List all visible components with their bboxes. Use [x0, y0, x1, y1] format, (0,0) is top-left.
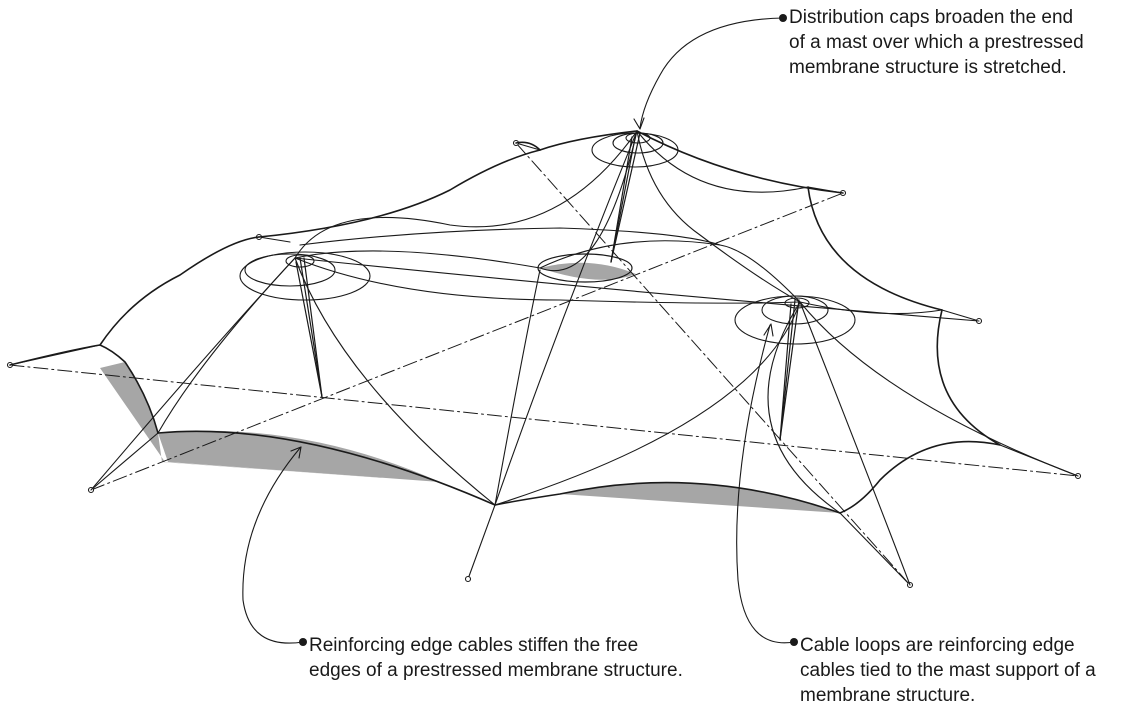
bullet-dot	[779, 14, 787, 22]
annotation-cable-loops: Cable loops are reinforcing edge cables …	[800, 633, 1096, 708]
mast-right	[779, 299, 800, 441]
annotation-line: membrane structure is stretched.	[789, 57, 1067, 78]
axis-line-back	[515, 142, 911, 586]
mast-top	[610, 132, 641, 263]
central-cap-shadow	[540, 262, 636, 280]
bullet-dot	[790, 638, 798, 646]
callout-leaders	[242, 17, 795, 644]
callout-bullets	[299, 14, 798, 646]
anchor-point	[464, 575, 472, 583]
annotation-line: of a mast over which a prestressed	[789, 32, 1084, 53]
ground-axis-lines	[9, 142, 1079, 586]
annotation-line: membrane structure.	[800, 685, 976, 706]
guy-cables	[9, 142, 1079, 586]
mast-left	[295, 257, 323, 398]
leader-edge-cables	[242, 447, 304, 644]
leader-arrow-edge	[290, 446, 302, 459]
annotation-line: Distribution caps broaden the end	[789, 7, 1074, 28]
axis-line-long	[9, 364, 1079, 477]
axis-line-diagonal	[90, 192, 844, 491]
annotation-line: Reinforcing edge cables stiffen the free	[309, 635, 639, 656]
cap-rings-top	[591, 132, 679, 168]
bullet-dot	[299, 638, 307, 646]
leader-cable-loops	[736, 324, 795, 644]
cap-rings-right	[734, 295, 856, 345]
anchor-points	[6, 139, 1082, 589]
leader-arrow-loops	[763, 323, 774, 337]
leader-distribution-caps	[639, 17, 784, 129]
membrane-ridge-lines	[90, 130, 1079, 586]
central-cable-loop	[537, 253, 633, 283]
membrane-edge-cables	[9, 130, 1001, 514]
masts	[295, 132, 800, 441]
ground-shadow-right	[560, 482, 840, 513]
annotation-line: cables tied to the mast support of a	[800, 660, 1096, 681]
cap-rings-left	[239, 251, 371, 301]
annotation-edge-cables: Reinforcing edge cables stiffen the free…	[309, 633, 683, 683]
annotation-line: edges of a prestressed membrane structur…	[309, 660, 683, 681]
annotation-distribution-caps: Distribution caps broaden the end of a m…	[789, 5, 1084, 80]
annotation-line: Cable loops are reinforcing edge	[800, 635, 1075, 656]
leader-arrow-caps	[633, 117, 645, 130]
